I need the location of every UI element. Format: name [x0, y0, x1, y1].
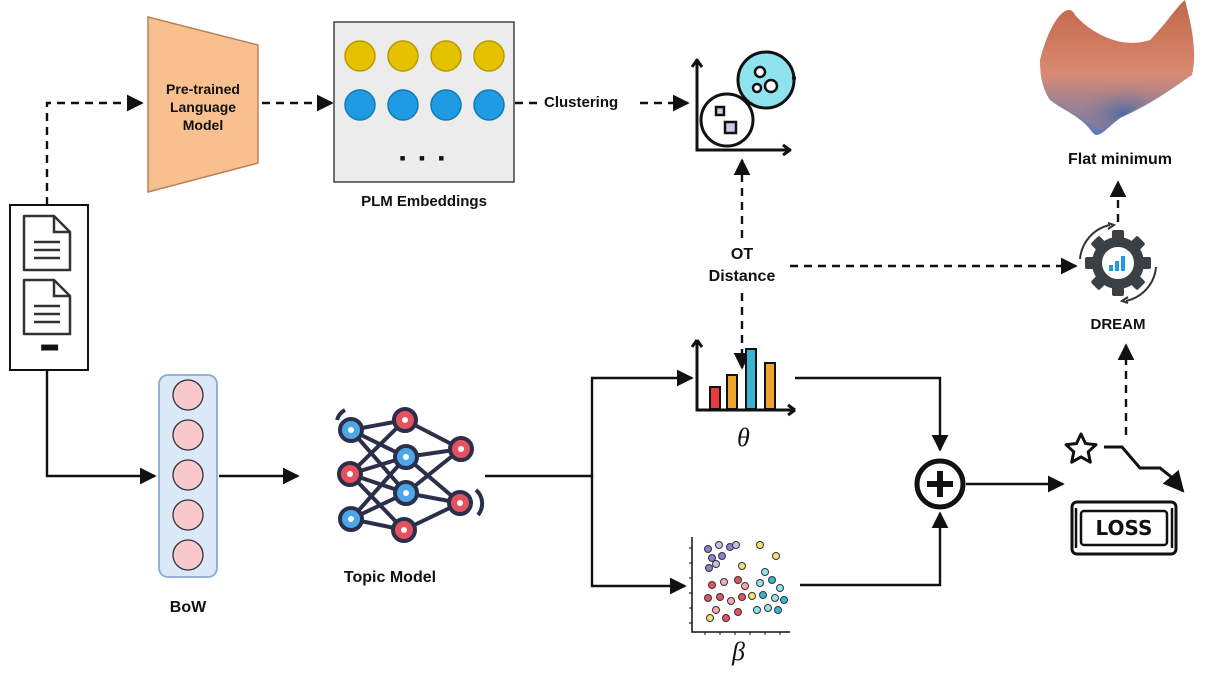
beta-label: β: [732, 637, 745, 666]
loss-icon: [1070, 500, 1178, 556]
plm-label-line-3: Model: [182, 117, 224, 133]
cluster-icon: [690, 50, 796, 157]
ot-distance-label: OT Distance: [692, 244, 792, 288]
plm-label-line-2: Language: [169, 99, 237, 115]
clustering-label: Clustering: [544, 94, 619, 111]
documents-ellipsis: ▪▪▪: [39, 334, 60, 361]
theta-label: θ: [737, 423, 750, 452]
loss-descent-line: [1104, 445, 1185, 493]
ot-distance-line-1: OT: [730, 246, 754, 263]
plm-trapezoid: [147, 16, 259, 193]
topic-model-label: Topic Model: [343, 569, 437, 586]
dashed-arrow-docs-to-plm: [45, 94, 144, 205]
arrow-docs-to-bow: [45, 370, 157, 485]
document-icon: [22, 278, 72, 336]
neural-network-icon: [335, 407, 485, 543]
plm-label: Pre-trained Language Model: [148, 80, 258, 134]
loss-landscape-icon: [1040, 0, 1195, 135]
embedding-ellipsis: ▪ ▪ ▪: [399, 148, 449, 168]
ot-distance-line-2: Distance: [708, 268, 776, 285]
plm-label-line-1: Pre-trained: [166, 81, 240, 97]
flat-minimum-label: Flat minimum: [1067, 151, 1172, 168]
connectors: [45, 94, 1135, 595]
star-icon: [1064, 432, 1098, 464]
arrow-topic-model-to-beta: [590, 476, 687, 595]
plus-circle-icon: [914, 458, 966, 510]
arrow-theta-to-plus: [795, 376, 949, 452]
scatter-plot-icon: [689, 537, 790, 635]
dream-label: DREAM: [1090, 316, 1146, 333]
bar-chart-icon: [690, 339, 796, 417]
bow-vector: [158, 374, 218, 578]
gear-chart-icon: [1079, 222, 1157, 304]
loss-label: LOSS: [1095, 516, 1153, 540]
bow-label: BoW: [169, 599, 207, 616]
plm-embeddings-panel: [333, 21, 515, 183]
embedding-row-yellow: [344, 40, 505, 72]
arrow-beta-to-plus: [800, 511, 949, 587]
document-icon: [22, 214, 72, 272]
arrow-topic-model-split: [485, 369, 694, 478]
embedding-row-blue: [344, 89, 505, 121]
plm-embeddings-label: PLM Embeddings: [361, 193, 487, 210]
documents-box: [9, 204, 89, 371]
